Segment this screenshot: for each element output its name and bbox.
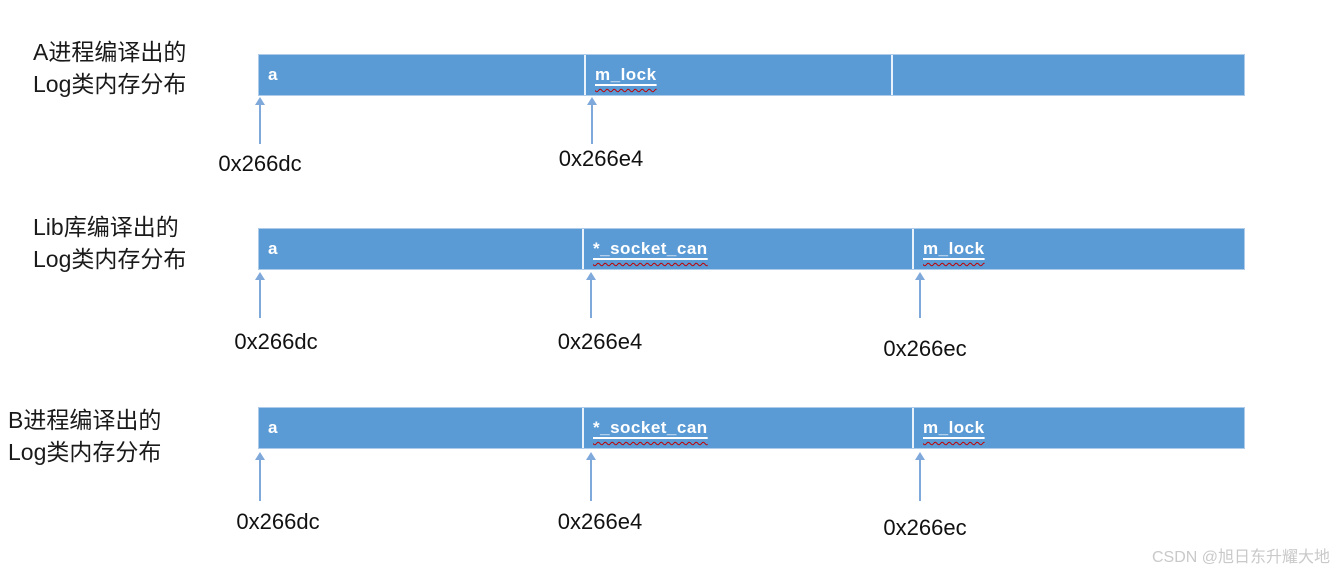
- bar-segment-lib-socketcan: *_socket_can: [584, 229, 914, 269]
- group-lib-label: Lib库编译出的 Log类内存分布: [33, 211, 186, 275]
- up-arrow-icon: [586, 452, 596, 501]
- bar-segment-b-socketcan: *_socket_can: [584, 408, 914, 448]
- up-arrow-icon: [255, 452, 265, 501]
- bar-segment-b-field-a: a: [259, 408, 584, 448]
- group-a-label-line1: A进程编译出的: [33, 39, 187, 65]
- up-arrow-icon: [586, 272, 596, 318]
- group-lib-label-line1: Lib库编译出的: [33, 214, 179, 240]
- segment-label: *_socket_can: [593, 418, 708, 437]
- group-a-label-line2: Log类内存分布: [33, 71, 187, 97]
- segment-label: m_lock: [595, 65, 657, 84]
- bar-segment-a-empty: [893, 55, 1244, 95]
- address-label: 0x266dc: [218, 151, 302, 176]
- segment-label: a: [268, 65, 278, 84]
- bar-segment-lib-mlock: m_lock: [914, 229, 1244, 269]
- address-label: 0x266e4: [557, 509, 643, 534]
- segment-label: m_lock: [923, 239, 985, 258]
- up-arrow-icon: [915, 272, 925, 318]
- address-label: 0x266dc: [236, 509, 320, 534]
- address-label: 0x266dc: [234, 329, 318, 354]
- bar-segment-a-mlock: m_lock: [586, 55, 893, 95]
- up-arrow-icon: [255, 97, 265, 144]
- address-label: 0x266ec: [883, 515, 967, 540]
- memory-bar-lib: a *_socket_can m_lock: [258, 228, 1245, 270]
- address-label: 0x266ec: [883, 336, 967, 361]
- memory-bar-b: a *_socket_can m_lock: [258, 407, 1245, 449]
- address-label: 0x266e4: [558, 146, 644, 171]
- group-b-label-line1: B进程编译出的: [8, 407, 162, 433]
- segment-label: a: [268, 418, 278, 437]
- group-lib-label-line2: Log类内存分布: [33, 246, 187, 272]
- group-b-label-line2: Log类内存分布: [8, 439, 162, 465]
- csdn-watermark: CSDN @旭日东升耀大地: [1151, 549, 1330, 566]
- address-label: 0x266e4: [557, 329, 643, 354]
- segment-label: *_socket_can: [593, 239, 708, 258]
- memory-bar-a: a m_lock: [258, 54, 1245, 96]
- bar-segment-b-mlock: m_lock: [914, 408, 1244, 448]
- up-arrow-icon: [915, 452, 925, 501]
- group-b-label: B进程编译出的 Log类内存分布: [8, 404, 161, 468]
- up-arrow-icon: [255, 272, 265, 318]
- group-a-label: A进程编译出的 Log类内存分布: [33, 36, 186, 100]
- bar-segment-lib-field-a: a: [259, 229, 584, 269]
- segment-label: a: [268, 239, 278, 258]
- segment-label: m_lock: [923, 418, 985, 437]
- bar-segment-a-field-a: a: [259, 55, 586, 95]
- up-arrow-icon: [587, 97, 597, 144]
